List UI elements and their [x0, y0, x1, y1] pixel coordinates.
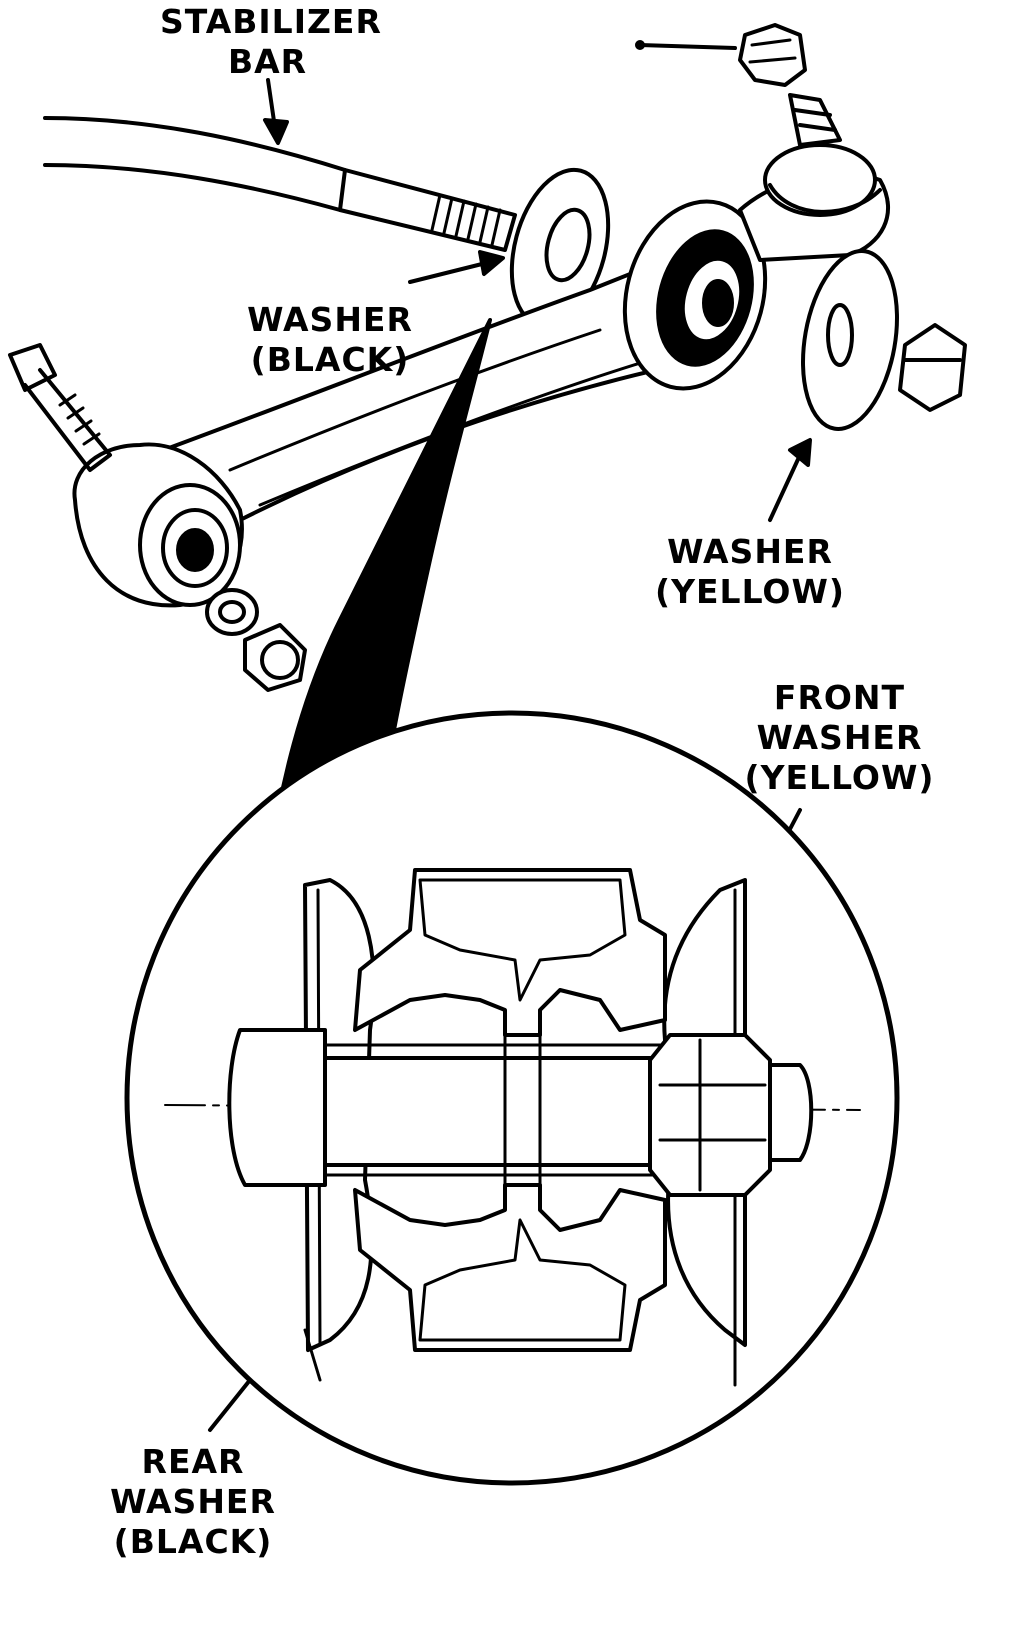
stabilizer-bar	[43, 116, 517, 252]
label-washer-black-line2: (BLACK)	[250, 340, 410, 379]
label-rear-washer: REAR WASHER (BLACK)	[108, 1442, 278, 1562]
arm-outer-end	[8, 343, 307, 692]
label-washer-yellow-line2: (YELLOW)	[655, 572, 845, 611]
label-washer-black: WASHER (BLACK)	[245, 300, 415, 380]
label-front-washer: FRONT WASHER (YELLOW)	[742, 678, 937, 798]
pivot-nut	[898, 323, 967, 412]
control-arm	[148, 23, 891, 522]
label-rear-washer-line1: REAR	[141, 1442, 245, 1481]
label-front-washer-line1: FRONT	[773, 678, 906, 717]
label-rear-washer-line3: (BLACK)	[113, 1522, 273, 1561]
label-washer-yellow: WASHER (YELLOW)	[655, 532, 845, 612]
label-washer-yellow-line1: WASHER	[667, 532, 833, 571]
label-stabilizer-bar-line1: STABILIZER	[160, 2, 382, 41]
label-rear-washer-line2: WASHER	[110, 1482, 276, 1521]
threaded-end	[430, 193, 502, 247]
yellow-washer-upper	[801, 249, 899, 431]
label-stabilizer-bar: STABILIZER BAR	[160, 2, 382, 82]
label-front-washer-line2: WASHER	[756, 718, 923, 757]
label-stabilizer-bar-line2: BAR	[227, 42, 308, 81]
magnified-section	[124, 710, 900, 1486]
label-front-washer-line3: (YELLOW)	[744, 758, 935, 797]
label-washer-black-line1: WASHER	[247, 300, 413, 339]
